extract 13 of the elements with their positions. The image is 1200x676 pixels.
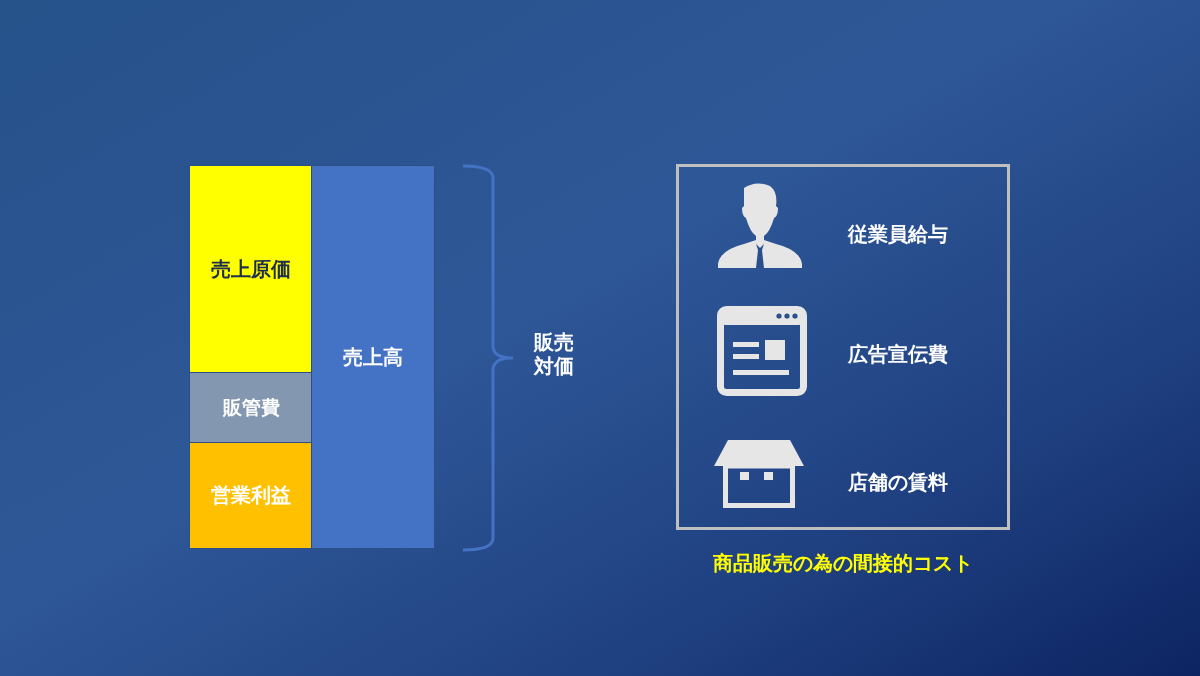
block-label: 売上原価 xyxy=(211,256,291,283)
block-label: 販管費 xyxy=(222,395,280,420)
cost-of-sales-block xyxy=(190,166,312,373)
block-label: 売上高 xyxy=(343,343,403,371)
cost-item-label: 広告宣伝費 xyxy=(848,341,948,368)
sga-block xyxy=(190,373,312,443)
bracket-label: 販売対価 xyxy=(534,330,574,378)
panel-caption: 商品販売の為の間接的コスト xyxy=(712,550,974,577)
cost-item-label: 従業員給与 xyxy=(848,221,948,248)
block-label: 営業利益 xyxy=(211,482,291,509)
sales-block xyxy=(312,166,434,548)
cost-item-label: 店舗の賃料 xyxy=(848,469,948,496)
operating-profit-block xyxy=(190,443,312,548)
